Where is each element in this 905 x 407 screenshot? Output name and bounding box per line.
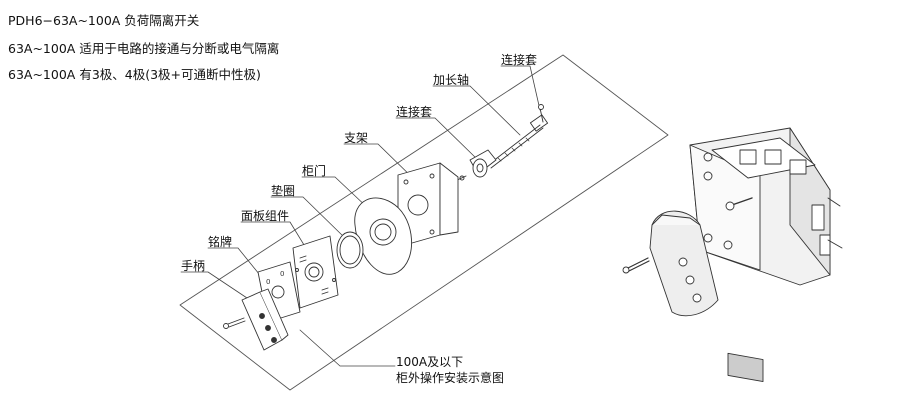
coupler-part	[454, 149, 497, 182]
leader-caption	[299, 329, 396, 367]
label-coupler-top: 连接套	[501, 53, 538, 67]
svg-text:0: 0	[280, 270, 284, 278]
header-description: 63A~100A 适用于电路的接通与分断或电气隔离	[8, 41, 280, 56]
header-title: PDH6−63A~100A 负荷隔离开关	[8, 13, 200, 28]
handle-part	[223, 288, 289, 351]
label-extension-shaft: 加长轴	[433, 73, 470, 87]
label-bracket: 支架	[344, 131, 369, 145]
mounting-plane	[179, 54, 669, 391]
coupler-top-part	[529, 104, 549, 132]
panel-assembly-part	[292, 235, 339, 309]
label-handle: 手柄	[181, 259, 206, 273]
leader-gasket	[270, 196, 346, 239]
leader-cabinet-door	[301, 176, 371, 211]
assembled-handle	[622, 210, 719, 317]
leader-coupler-top	[500, 65, 541, 111]
svg-text:0: 0	[266, 278, 270, 286]
label-cabinet-door: 柜门	[302, 164, 327, 178]
label-coupler: 连接套	[396, 105, 433, 119]
header-poles: 63A~100A 有3极、4极(3极+可通断中性极)	[8, 67, 261, 82]
caption-rating: 100A及以下	[396, 355, 464, 369]
extension-shaft-part	[487, 124, 544, 169]
leader-handle	[180, 271, 251, 301]
assembled-switch	[689, 127, 843, 382]
label-panel-assembly: 面板组件	[241, 209, 290, 223]
leader-coupler	[395, 117, 479, 161]
leader-lines	[180, 65, 541, 367]
label-nameplate: 铭牌	[208, 235, 233, 249]
leader-extension-shaft	[432, 85, 521, 136]
leader-bracket	[343, 143, 421, 186]
gasket-part	[336, 231, 364, 269]
cabinet-door-part	[354, 197, 412, 275]
caption-title: 柜外操作安装示意图	[396, 371, 505, 385]
label-gasket: 垫圈	[271, 184, 296, 198]
